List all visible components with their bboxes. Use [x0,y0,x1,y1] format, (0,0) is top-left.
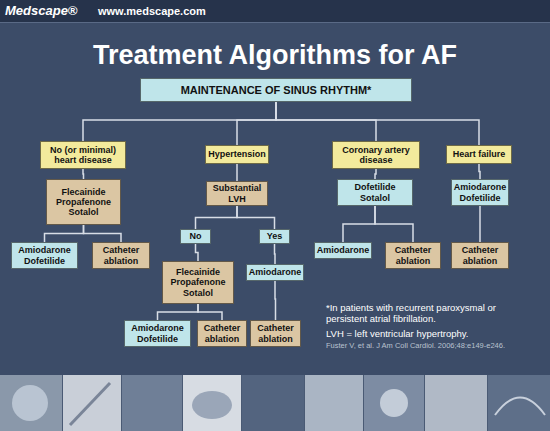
tree-connector [276,102,376,141]
box-text: MAINTENANCE OF SINUS RHYTHM* [181,84,372,96]
box-text: Amiodarone Dofetilide [14,245,75,265]
therapy-box: No [180,229,211,244]
tree-connector [82,169,84,179]
box-text: Flecainide Propafenone Sotalol [49,187,118,217]
abbreviation-note: LVH = left ventricular hypertrophy. [326,328,536,339]
drug-box: Flecainide Propafenone Sotalol [162,261,234,304]
condition-box: Heart failure [446,145,512,164]
box-text: Amiodarone [249,267,302,277]
box-text: Amiodarone Dofetilide [127,323,188,343]
therapy-box: Amiodarone Dofetilide [124,320,191,347]
tree-connector [45,225,84,242]
condition-box: Hypertension [205,145,269,164]
drug-box: Catheter ablation [92,242,150,269]
therapy-box: Amiodarone [314,242,372,259]
therapy-box: Amiodarone Dofetilide [451,179,509,206]
box-text: Heart failure [453,149,506,159]
therapy-box: Amiodarone Dofetilide [11,242,78,269]
box-text: Coronary artery disease [335,145,417,165]
citation: Fuster V, et al. J Am Coll Cardiol. 2006… [326,341,531,350]
tree-connector [276,102,479,145]
box-text: Substantial LVH [209,183,265,203]
tree-connector [236,164,238,181]
slide-title: Treatment Algorithms for AF [0,40,550,71]
header-bar [0,0,550,23]
tree-connector [274,244,276,264]
logo-text: Medscape® [5,3,95,19]
box-text: No [190,231,202,241]
goal-box: MAINTENANCE OF SINUS RHYTHM* [140,78,412,102]
tree-connector [237,102,276,145]
box-text: Amiodarone [317,245,370,255]
url-text: www.medscape.com [98,5,248,18]
footnote: *In patients with recurrent paroxysmal o… [326,302,536,325]
tree-connector [375,169,376,179]
box-text: No (or minimal) heart disease [43,145,123,165]
tree-connector [83,102,276,141]
box-text: Catheter ablation [388,245,438,265]
tree-connector [237,206,275,229]
box-text: Catheter ablation [200,323,244,343]
drug-box: Catheter ablation [385,242,441,269]
box-text: Flecainide Propafenone Sotalol [165,267,231,297]
condition-box: No (or minimal) heart disease [40,141,126,169]
photo-strip [0,375,550,431]
tree-connector [274,281,276,320]
tree-connector [196,206,238,229]
drug-box: Flecainide Propafenone Sotalol [46,179,121,225]
tree-connector [343,206,375,242]
drug-box: Substantial LVH [206,181,268,206]
tree-connector [196,244,199,261]
box-text: Catheter ablation [95,245,147,265]
box-text: Dofetilide Sotalol [340,182,410,202]
tree-connector [479,206,481,242]
condition-box: Coronary artery disease [332,141,420,169]
drug-box: Catheter ablation [197,320,247,347]
tree-connector [198,304,222,320]
drug-box: Catheter ablation [250,320,301,347]
therapy-box: Yes [259,229,290,244]
box-text: Hypertension [208,149,266,159]
box-text: Yes [267,231,283,241]
drug-box: Catheter ablation [451,242,509,269]
tree-connector [84,225,122,242]
box-text: Catheter ablation [454,245,506,265]
tree-connector [479,164,480,179]
therapy-box: Amiodarone [246,264,304,281]
box-text: Amiodarone Dofetilide [454,182,507,202]
tree-connector [375,206,413,242]
box-text: Catheter ablation [253,323,298,343]
tree-connector [158,304,199,320]
therapy-box: Dofetilide Sotalol [337,179,413,206]
